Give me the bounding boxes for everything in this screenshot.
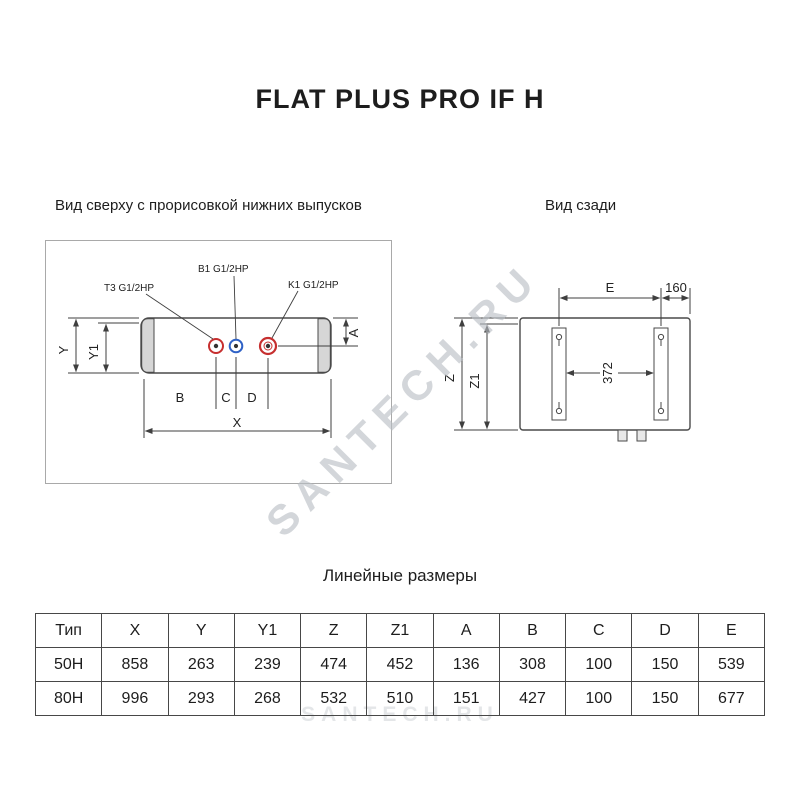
dim-y1-label: Y1 (86, 344, 101, 360)
table-cell: 263 (167, 647, 235, 682)
table-cell: 150 (631, 681, 699, 716)
outlet-b1-port (228, 338, 244, 354)
column-header: A (432, 613, 500, 648)
rear-view-title: Вид сзади (545, 197, 617, 214)
mounting-bracket-right (653, 327, 669, 421)
outlet-k1-label: K1 G1/2HP (288, 280, 339, 291)
dim-a (278, 317, 358, 347)
table-cell: 532 (300, 681, 368, 716)
table-cell: 858 (101, 647, 169, 682)
table-cell: 677 (697, 681, 766, 716)
tank-rear-body (519, 317, 691, 431)
outlet-t3-port (208, 338, 224, 354)
dim-z-label: Z (442, 374, 457, 382)
mounting-bracket-left (551, 327, 567, 421)
table-header-row: Тип X Y Y1 Z Z1 A B C D E (34, 613, 766, 648)
table-cell: 474 (300, 647, 368, 682)
dim-a-label: A (346, 328, 361, 337)
table-cell: 293 (167, 681, 235, 716)
dim-x-label: X (233, 415, 242, 430)
table-cell: 100 (565, 647, 633, 682)
dim-372-label: 372 (600, 362, 615, 384)
dim-e-label: E (606, 280, 615, 295)
outlet-k1-port (258, 336, 278, 356)
dim-b-label: B (176, 390, 185, 405)
page-title: FLAT PLUS PRO IF H (255, 84, 545, 114)
column-header: Z1 (366, 613, 434, 648)
bottom-connectors (617, 429, 647, 442)
table-row: 80H 996 293 268 532 510 151 427 100 150 … (34, 681, 766, 716)
table-cell: 996 (101, 681, 169, 716)
outlet-b1-label: B1 G1/2HP (198, 264, 249, 275)
dim-y (68, 317, 139, 374)
table-cell: 539 (697, 647, 766, 682)
top-view-title: Вид сверху с прорисовкой нижних выпусков (55, 197, 362, 214)
dimensions-table: Тип X Y Y1 Z Z1 A B C D E 50H 858 263 23… (34, 613, 766, 716)
table-cell: 308 (498, 647, 567, 682)
column-header: C (565, 613, 633, 648)
table-cell: 150 (631, 647, 699, 682)
column-header: Y (167, 613, 235, 648)
top-view-diagram: T3 G1/2HP B1 G1/2HP K1 G1/2HP Y Y1 A B C… (45, 240, 392, 484)
table-cell: 239 (233, 647, 302, 682)
dim-y-label: Y (56, 345, 71, 354)
dim-c-label: C (221, 390, 230, 405)
table-title: Линейные размеры (322, 566, 478, 585)
rear-view-diagram: 372 E 160 Z Z1 (442, 280, 691, 442)
table-cell: 136 (432, 647, 500, 682)
column-header: Y1 (233, 613, 302, 648)
dim-z (454, 317, 518, 431)
column-header: Z (300, 613, 368, 648)
table-cell: 50H (34, 647, 103, 682)
column-header: E (697, 613, 766, 648)
dim-z1 (480, 323, 518, 430)
column-header: Тип (34, 613, 103, 648)
table-cell: 452 (366, 647, 434, 682)
dim-y1 (98, 322, 139, 373)
table-cell: 80H (34, 681, 103, 716)
outlet-t3-label: T3 G1/2HP (104, 283, 154, 294)
dim-d-label: D (247, 390, 256, 405)
dim-e-160 (558, 288, 691, 326)
column-header: D (631, 613, 699, 648)
dim-160-label: 160 (665, 280, 687, 295)
dim-bcd-ticks (143, 357, 332, 438)
table-cell: 100 (565, 681, 633, 716)
table-cell: 510 (366, 681, 434, 716)
column-header: X (101, 613, 169, 648)
table-row: 50H 858 263 239 474 452 136 308 100 150 … (34, 647, 766, 682)
column-header: B (498, 613, 567, 648)
outlet-leader-lines (145, 275, 299, 340)
table-cell: 268 (233, 681, 302, 716)
table-cell: 151 (432, 681, 500, 716)
dim-z1-label: Z1 (467, 373, 482, 388)
table-cell: 427 (498, 681, 567, 716)
